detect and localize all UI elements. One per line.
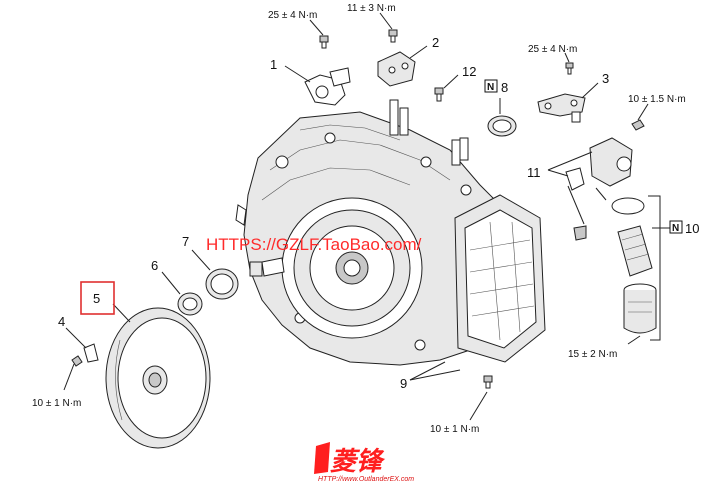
part-10-filter <box>611 197 653 277</box>
part-number-10: 10 <box>685 221 699 236</box>
part-number-1: 1 <box>270 57 277 72</box>
watermark-text: HTTPS://GZLF.TaoBao.com/ <box>206 235 422 254</box>
bolt-top-middle <box>388 29 398 43</box>
part-number-2: 2 <box>432 35 439 50</box>
part-number-6: 6 <box>151 258 158 273</box>
part-number-12: 12 <box>462 64 476 79</box>
side-cover <box>454 194 546 363</box>
bolt-lower-left <box>71 355 83 367</box>
torque-spec-lower-left: 10 ± 1 N·m <box>32 398 81 409</box>
brand-logo: 菱锋 HTTP://www.OutlanderEX.com <box>314 442 414 483</box>
bolt-right-top <box>565 62 574 75</box>
part-number-4: 4 <box>58 314 65 329</box>
part-4-plate <box>83 343 99 363</box>
logo-mark-icon <box>314 442 330 474</box>
bolt-bottom <box>483 375 493 389</box>
part-number-3: 3 <box>602 71 609 86</box>
part-5-torque-converter <box>105 307 211 449</box>
part-number-5: 5 <box>93 291 100 306</box>
part-11-solenoid-assembly <box>565 137 633 241</box>
part-7-seal <box>205 268 239 300</box>
torque-spec-top-left: 25 ± 4 N·m <box>268 10 317 21</box>
bolt-top-left <box>319 35 329 49</box>
part-1-bracket <box>304 67 351 106</box>
part-number-7: 7 <box>182 234 189 249</box>
filter-cartridge <box>623 283 657 334</box>
new-part-marker-8: N <box>484 79 498 93</box>
part-3-bracket <box>537 93 586 123</box>
svg-text:N: N <box>487 82 494 93</box>
converter-housing-face <box>249 197 423 339</box>
logo-text: 菱锋 <box>330 446 386 476</box>
svg-text:N: N <box>672 223 679 234</box>
torque-spec-bottom: 10 ± 1 N·m <box>430 424 479 435</box>
torque-spec-filter: 15 ± 2 N·m <box>568 349 617 360</box>
bolt-right <box>631 119 645 131</box>
torque-spec-right-top: 25 ± 4 N·m <box>528 44 577 55</box>
part-12-bolt <box>434 87 444 102</box>
highlight-box <box>80 281 115 315</box>
part-2-bracket <box>377 51 416 87</box>
part-number-11: 11 <box>527 165 541 180</box>
part-number-8: 8 <box>501 80 508 95</box>
part-8-oil-seal <box>487 115 517 137</box>
logo-url: HTTP://www.OutlanderEX.com <box>318 476 414 483</box>
torque-spec-top-middle: 11 ± 3 N·m <box>347 3 396 14</box>
part-number-9: 9 <box>400 376 407 391</box>
new-part-marker-10: N <box>669 220 683 234</box>
part-6-ring <box>177 292 203 316</box>
torque-spec-right: 10 ± 1.5 N·m <box>628 94 686 105</box>
